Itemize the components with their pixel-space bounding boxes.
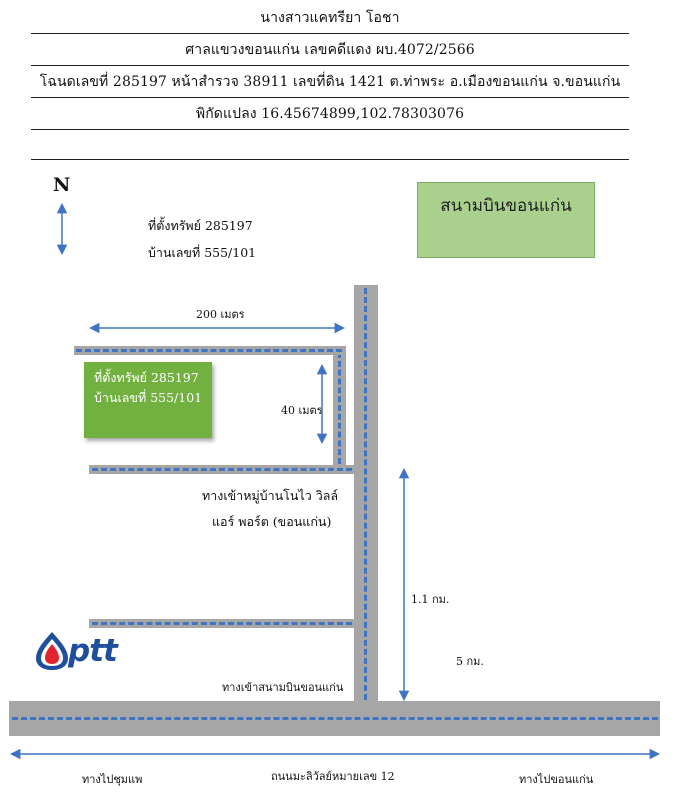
header-rule-4	[31, 129, 629, 130]
ptt-flame-icon	[36, 632, 68, 670]
ptt-logo-text: ptt	[68, 633, 118, 669]
property-note-line2: บ้านเลขที่ 555/101	[148, 245, 257, 260]
airport-label: สนามบินขอนแก่น	[440, 196, 572, 216]
village-entrance-line2: แอร์ พอร์ต (ขอนแก่น)	[212, 514, 332, 529]
dist-1-1-label: 1.1 กม.	[411, 593, 450, 606]
dist-40-label: 40 เมตร	[281, 404, 323, 417]
village-entrance-line1: ทางเข้าหมู่บ้านโนไว วิลล์	[202, 488, 339, 503]
property-note-line1: ที่ตั้งทรัพย์ 285197	[148, 218, 253, 233]
to-khonkaen-label: ทางไปขอนแก่น	[519, 773, 594, 786]
dist-5-label: 5 กม.	[456, 655, 484, 668]
deed-info: โฉนดเลขที่ 285197 หน้าสำรวจ 38911 เลขที่…	[39, 74, 621, 90]
road-village-dash	[92, 468, 352, 471]
road-plot-top-dash	[76, 349, 342, 352]
property-plot: ที่ตั้งทรัพย์ 285197 บ้านเลขที่ 555/101	[84, 362, 212, 438]
header-rule-2	[31, 65, 629, 66]
court-case: ศาลแขวงขอนแก่น เลขคดีแดง ผบ.4072/2566	[185, 42, 475, 58]
header-rule-1	[31, 33, 629, 34]
plot-label-line2: บ้านเลขที่ 555/101	[94, 390, 203, 405]
to-chumphae-label: ทางไปชุมแพ	[82, 773, 143, 786]
owner-name: นางสาวแคทรียา โอชา	[260, 10, 400, 26]
airport-entrance-label: ทางเข้าสนามบินขอนแก่น	[222, 681, 344, 694]
airport-box: สนามบินขอนแก่น	[417, 182, 595, 258]
plot-label-line1: ที่ตั้งทรัพย์ 285197	[94, 370, 199, 385]
road-plot-connector-dash	[338, 352, 341, 464]
dist-200-label: 200 เมตร	[196, 308, 245, 321]
header-rule-5	[31, 159, 629, 160]
highway-road-dash	[12, 717, 658, 720]
header-rule-3	[31, 97, 629, 98]
road-lower-dash	[92, 622, 352, 625]
road-main-vertical-dash	[364, 288, 367, 700]
highway-label: ถนนมะลิวัลย์หมายเลข 12	[271, 770, 395, 783]
north-label: N	[53, 174, 71, 196]
plot-coordinates: พิกัดแปลง 16.45674899,102.78303076	[195, 106, 465, 122]
ptt-logo: ptt	[34, 631, 134, 671]
